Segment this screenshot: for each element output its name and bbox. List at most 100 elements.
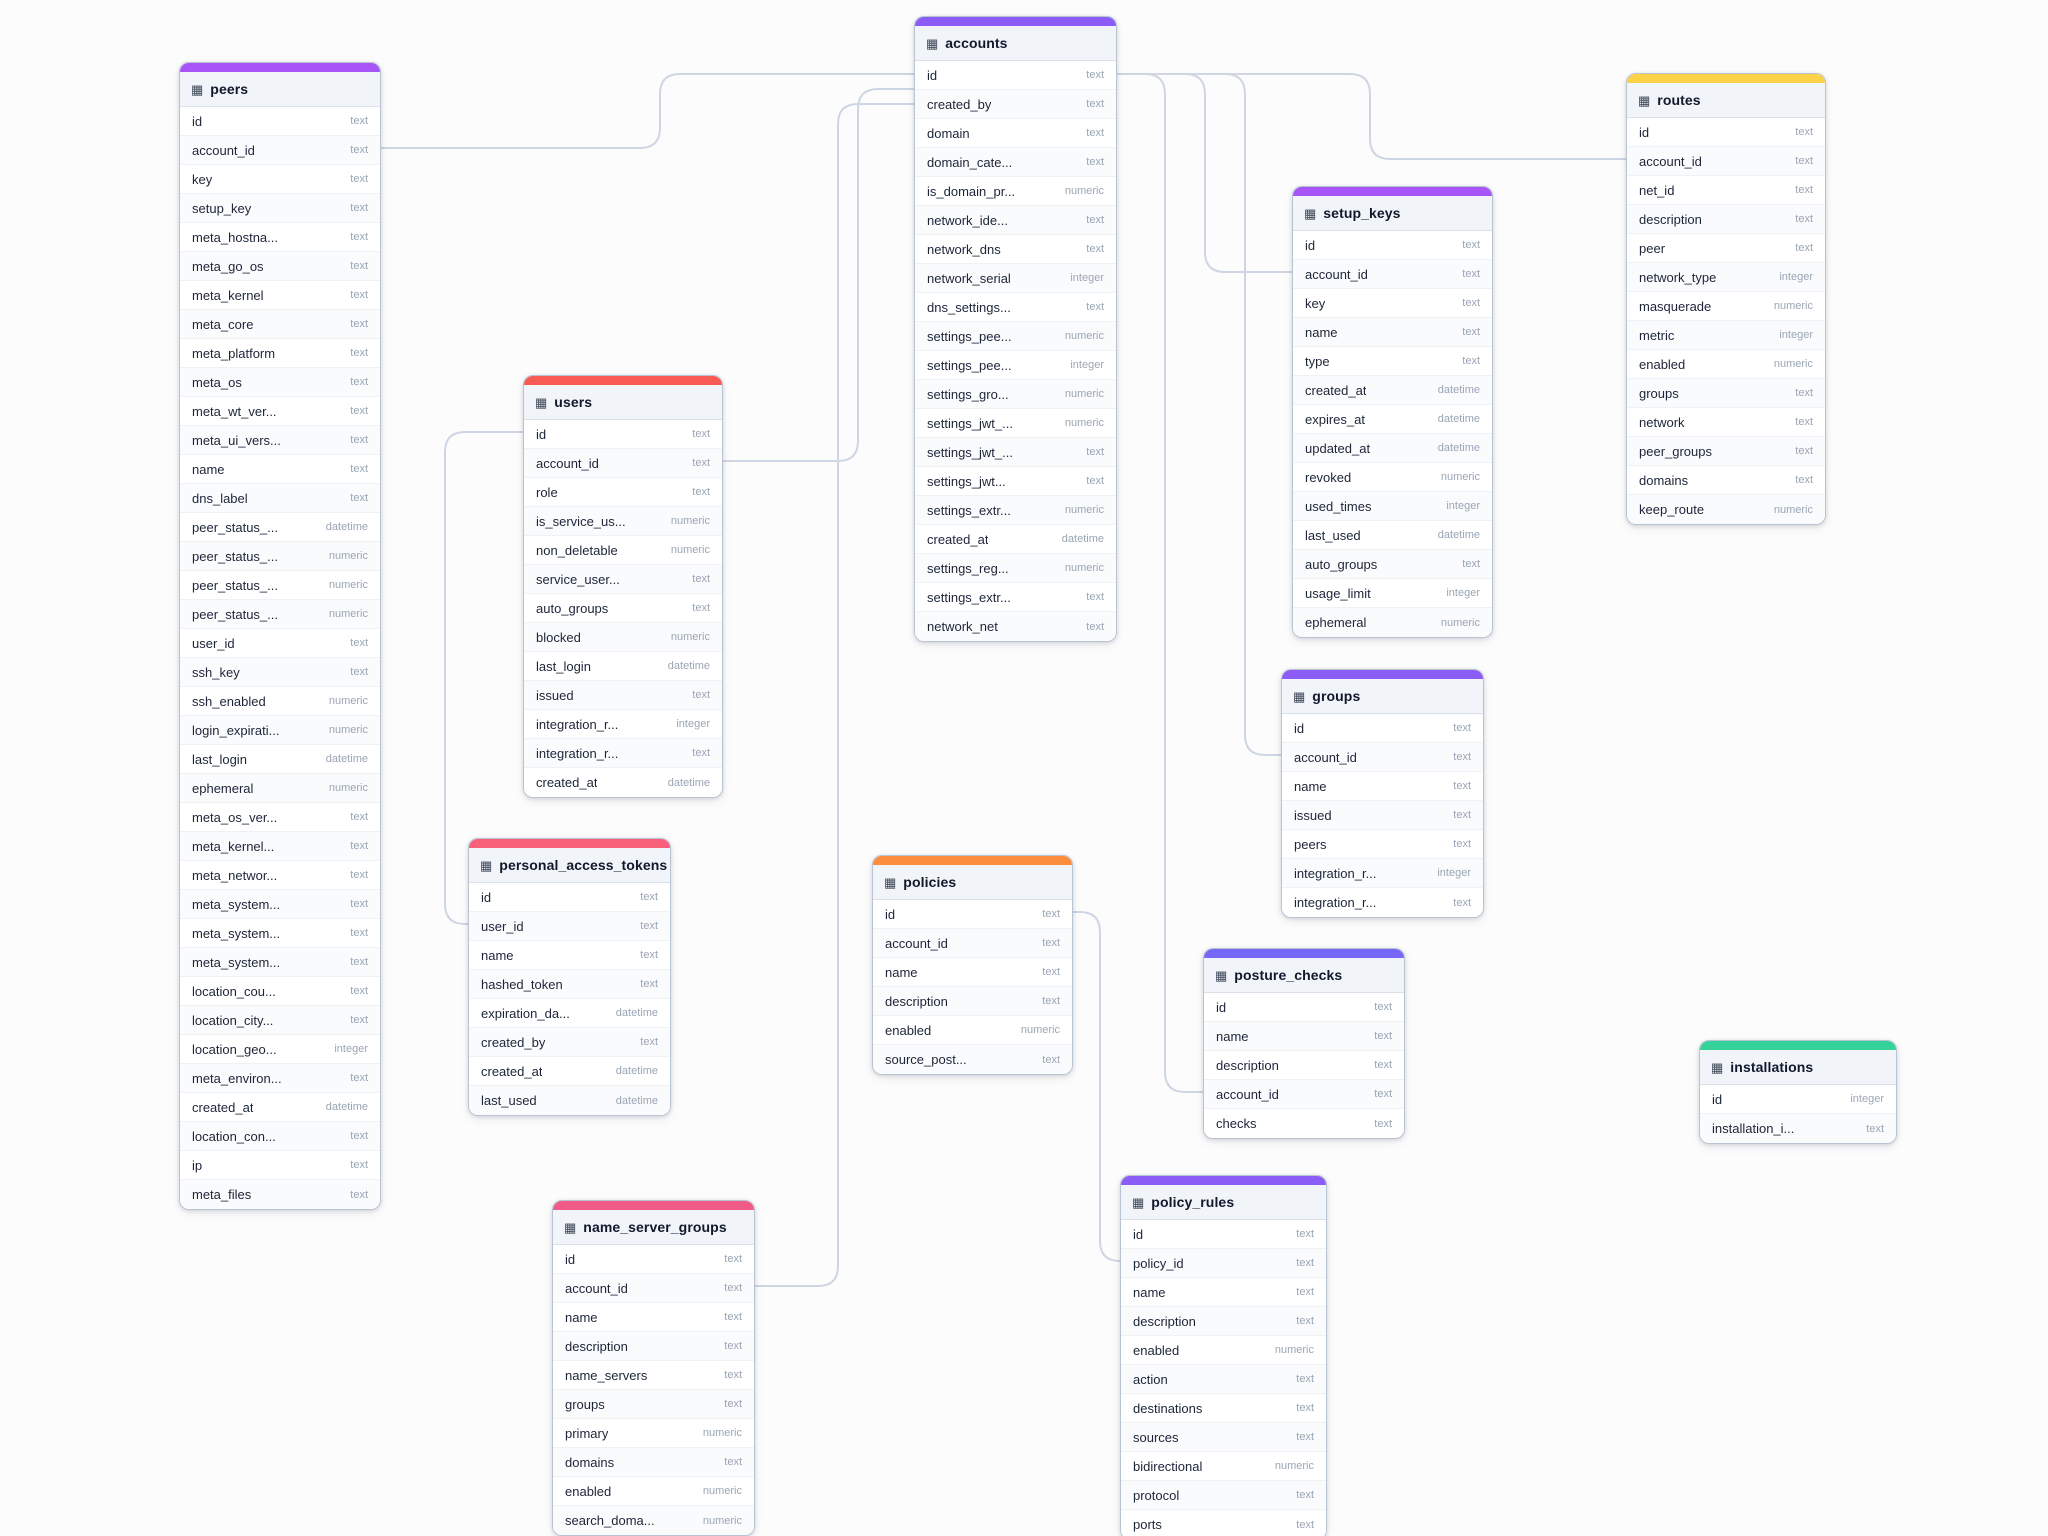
field-row[interactable]: meta_ui_vers...text: [180, 426, 380, 455]
relationship-connector-users.account_id-accounts.id[interactable]: [723, 88, 914, 462]
field-row[interactable]: meta_environ...text: [180, 1064, 380, 1093]
table-header[interactable]: ▦users: [524, 385, 722, 420]
field-row[interactable]: integration_r...text: [524, 739, 722, 768]
field-row[interactable]: peer_status_...datetime: [180, 513, 380, 542]
relationship-connector-name_server_groups.account_id-accounts.id[interactable]: [755, 103, 914, 1287]
field-row[interactable]: meta_os_ver...text: [180, 803, 380, 832]
field-row[interactable]: meta_hostna...text: [180, 223, 380, 252]
field-row[interactable]: settings_extr...text: [915, 583, 1116, 612]
field-row[interactable]: settings_jwt_...text: [915, 438, 1116, 467]
field-row[interactable]: network_ide...text: [915, 206, 1116, 235]
table-header[interactable]: ▦routes: [1627, 83, 1825, 118]
table-header[interactable]: ▦personal_access_tokens: [469, 848, 670, 883]
relationship-connector-policy_rules.policy_id-policies.id[interactable]: [1073, 911, 1121, 1262]
table-header[interactable]: ▦peers: [180, 72, 380, 107]
table-header[interactable]: ▦accounts: [915, 26, 1116, 61]
table-header[interactable]: ▦installations: [1700, 1050, 1896, 1085]
field-row[interactable]: integration_r...text: [1282, 888, 1483, 917]
field-row[interactable]: meta_system...text: [180, 919, 380, 948]
field-row[interactable]: login_expirati...numeric: [180, 716, 380, 745]
table-header[interactable]: ▦policy_rules: [1121, 1185, 1326, 1220]
field-row[interactable]: meta_networ...text: [180, 861, 380, 890]
field-row[interactable]: peer_status_...numeric: [180, 542, 380, 571]
field-row[interactable]: source_post...text: [873, 1045, 1072, 1074]
table-header[interactable]: ▦policies: [873, 865, 1072, 900]
field-row[interactable]: search_doma...numeric: [553, 1506, 754, 1535]
field-row[interactable]: integration_r...integer: [1282, 859, 1483, 888]
field-row[interactable]: meta_system...text: [180, 948, 380, 977]
field-row[interactable]: settings_extr...numeric: [915, 496, 1116, 525]
field-row[interactable]: meta_kernel...text: [180, 832, 380, 861]
